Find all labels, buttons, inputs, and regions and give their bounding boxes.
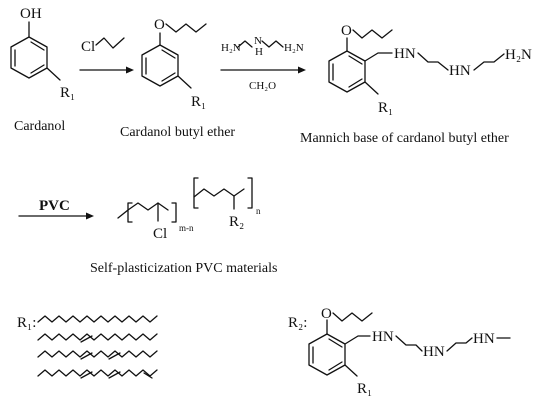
- r2-legend-label: R₂:: [288, 315, 307, 331]
- ether-oxygen-label: O: [321, 306, 332, 322]
- r1-legend-label: R₁:: [17, 315, 36, 331]
- chloro-label: Cl: [81, 39, 95, 55]
- r1-chain-triene: [37, 369, 158, 379]
- amine-middle-hydrogen: H: [255, 46, 263, 58]
- r1-chain-diene: [37, 350, 158, 360]
- mannich-base-structure: O HN HN H₂N R₁: [328, 23, 532, 116]
- ether-oxygen-label: O: [341, 23, 352, 39]
- amine-right-label: H₂N: [284, 42, 304, 54]
- cardanol-caption: Cardanol: [14, 119, 65, 134]
- formaldehyde-label: CH₂O: [249, 80, 276, 92]
- amine-hn-label-2: HN: [423, 344, 445, 360]
- diethylenetriamine-reagent: H₂N N H H₂N: [221, 35, 304, 58]
- pvc-reagent-label: PVC: [39, 198, 70, 214]
- self-plasticization-caption: Self-plasticization PVC materials: [90, 261, 277, 276]
- chlorine-label: Cl: [153, 226, 167, 242]
- r1-substituent-label: R₁: [378, 100, 393, 116]
- amine-left-label: H₂N: [221, 42, 241, 54]
- r1-substituent-label: R₁: [60, 85, 75, 101]
- reaction-arrowhead-1: [126, 66, 134, 74]
- amine-hn-label-3: HN: [473, 331, 495, 347]
- repeat-subscript-m-n: m-n: [179, 223, 194, 233]
- cardanol-structure: OH R₁: [10, 6, 75, 101]
- pvc-polymer-structure: m-n Cl n R₂: [117, 177, 261, 242]
- hydroxyl-label: OH: [20, 6, 42, 22]
- amine-hn-label-2: HN: [449, 63, 471, 79]
- cardanol-butyl-ether-structure: O R₁: [141, 17, 207, 110]
- amine-hn-label-1: HN: [372, 329, 394, 345]
- r2-structure: O HN HN HN R₁: [308, 306, 511, 397]
- r1-substituent-label: R₁: [191, 94, 206, 110]
- r1-substituent-label: R₁: [357, 381, 372, 397]
- amine-hn-label-1: HN: [394, 46, 416, 62]
- butyl-ether-caption: Cardanol butyl ether: [120, 125, 235, 140]
- reaction-arrowhead-3: [86, 212, 94, 220]
- amine-middle-label: N: [254, 35, 262, 47]
- repeat-subscript-n: n: [256, 206, 261, 216]
- reaction-arrowhead-2: [298, 66, 306, 74]
- r2-attachment-label: R₂: [229, 214, 244, 230]
- r1-chain-monoene: [37, 333, 158, 343]
- r1-chain-saturated: [37, 315, 158, 323]
- ether-oxygen-label: O: [154, 17, 165, 33]
- mannich-caption: Mannich base of cardanol butyl ether: [300, 131, 509, 146]
- terminal-amine-label: H₂N: [505, 47, 532, 63]
- butyl-chloride-reagent: Cl: [81, 37, 125, 55]
